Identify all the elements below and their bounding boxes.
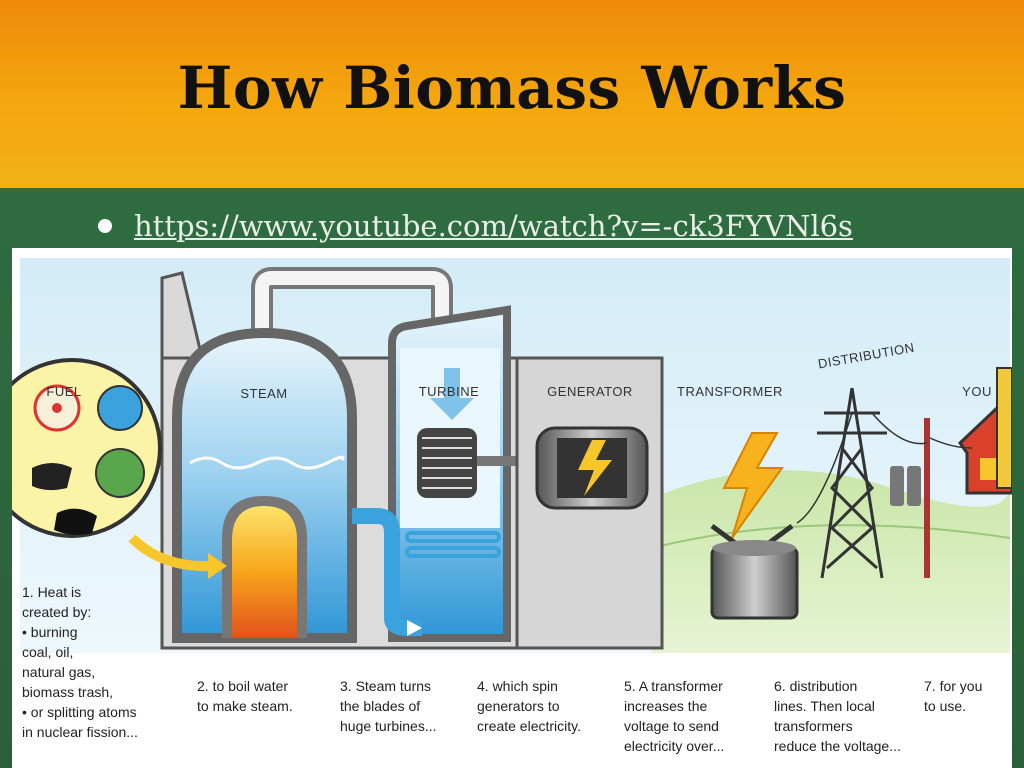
fuel-label: FUEL <box>46 384 81 399</box>
caption-line: 5. A transformer <box>624 678 723 694</box>
caption-line: electricity over... <box>624 738 725 754</box>
caption-line: 2. to boil water <box>197 678 289 694</box>
furnace-fire <box>232 506 297 638</box>
caption-line: increases the <box>624 698 708 714</box>
slide-header <box>0 0 1024 188</box>
caption-line: 3. Steam turns <box>340 678 432 694</box>
house-icon <box>958 367 1012 495</box>
transformer-unit <box>710 432 799 620</box>
caption-line: voltage to send <box>624 718 719 734</box>
biomass-diagram: FUEL STEAM TURBINE GENERATOR TRANSFORMER… <box>12 248 1012 768</box>
generator-label: GENERATOR <box>547 384 633 399</box>
caption-line: to use. <box>924 698 967 714</box>
caption-line: the blades of <box>340 698 421 714</box>
you-label: YOU <box>962 384 992 399</box>
step-caption-7: 7. for you to use. <box>924 676 982 716</box>
step-caption-1: 1. Heat is created by: • burning coal, oil,… <box>22 582 138 742</box>
caption-line: huge turbines... <box>340 718 437 734</box>
step-caption-6: 6. distribution lines. Then local transfor… <box>774 676 901 756</box>
caption-line: 1. Heat is <box>22 584 82 600</box>
youtube-link[interactable]: https://www.youtube.com/watch?v=-ck3FYVN… <box>134 209 853 243</box>
caption-line: lines. Then local <box>774 698 875 714</box>
fuel-circle <box>12 358 162 538</box>
power-plant-illustration: FUEL STEAM TURBINE GENERATOR TRANSFORMER… <box>12 258 1012 653</box>
bullet-dot <box>98 219 112 233</box>
steam-label: STEAM <box>240 386 287 401</box>
generator-unit <box>535 426 649 510</box>
caption-line: • or splitting atoms <box>22 704 137 720</box>
caption-line: • burning <box>22 624 78 640</box>
utility-pole <box>890 418 930 578</box>
turbine-label: TURBINE <box>419 384 480 399</box>
caption-line: generators to <box>477 698 560 714</box>
bullet-item: https://www.youtube.com/watch?v=-ck3FYVN… <box>98 206 853 246</box>
step-caption-2: 2. to boil water to make steam. <box>197 676 293 716</box>
distribution-tower <box>817 387 887 579</box>
transformer-label: TRANSFORMER <box>677 384 783 399</box>
caption-line: natural gas, <box>22 664 96 680</box>
caption-line: create electricity. <box>477 718 581 734</box>
caption-line: to make steam. <box>197 698 293 714</box>
caption-line: in nuclear fission... <box>22 724 138 740</box>
step-caption-3: 3. Steam turns the blades of huge turbines… <box>340 676 437 736</box>
caption-line: reduce the voltage... <box>774 738 901 754</box>
turbine-rotor <box>417 428 477 498</box>
step-caption-4: 4. which spin generators to create electri… <box>477 676 581 736</box>
caption-line: 7. for you <box>924 678 983 694</box>
caption-line: transformers <box>774 718 853 734</box>
slide-title: How Biomass Works <box>177 54 847 122</box>
caption-line: 6. distribution <box>774 678 858 694</box>
torn-edge <box>0 168 1024 190</box>
caption-line: biomass trash, <box>22 684 114 700</box>
step-caption-5: 5. A transformer increases the voltage to … <box>624 676 724 756</box>
caption-line: created by: <box>22 604 92 620</box>
caption-line: 4. which spin <box>477 678 558 694</box>
caption-line: coal, oil, <box>22 644 74 660</box>
